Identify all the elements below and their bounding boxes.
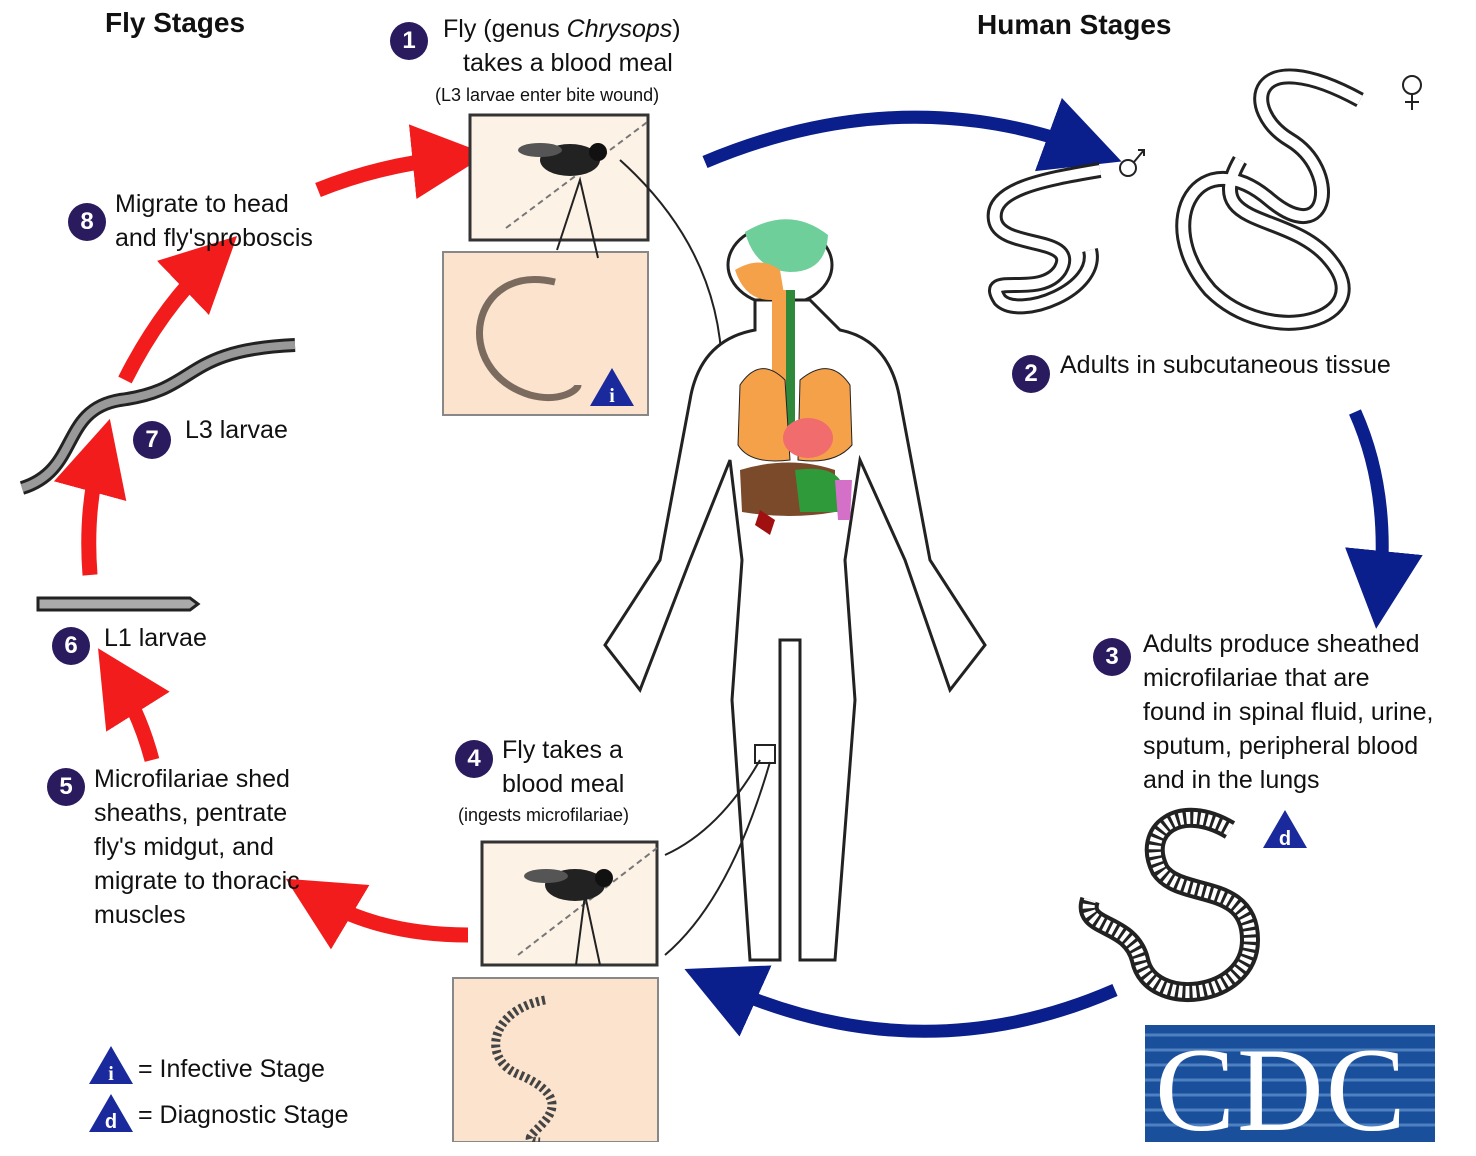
step-5-line-2: sheaths, pentrate [94, 796, 287, 830]
svg-text:d: d [1279, 828, 1291, 850]
step-4-line-2: blood meal [502, 767, 624, 801]
arrow-1-to-2 [705, 117, 1085, 162]
step-5-line-3: fly's midgut, and [94, 830, 274, 864]
step-8-line-2: and fly'sproboscis [115, 221, 313, 255]
step-6-text: L1 larvae [104, 621, 207, 655]
step-6-badge: 6 [52, 627, 90, 665]
arrow-4-to-5 [318, 898, 468, 935]
step-1-line-1: Fly (genus Chrysops) [443, 12, 681, 46]
legend-infective-icon: i [89, 1046, 133, 1085]
step-3-line-2: microfilariae that are [1143, 661, 1369, 695]
arrow-8-to-1 [318, 158, 450, 190]
step-1-badge: 1 [390, 22, 428, 60]
step-3-line-5: and in the lungs [1143, 763, 1320, 797]
arrow-3-to-4 [720, 985, 1115, 1031]
human-stages-heading: Human Stages [977, 8, 1172, 42]
step-7-badge: 7 [133, 421, 171, 459]
step-3-line-3: found in spinal fluid, urine, [1143, 695, 1433, 729]
step-1-genus: Chrysops [567, 15, 673, 43]
fly-bite-inset-top [470, 115, 650, 240]
step-3-line-4: sputum, peripheral blood [1143, 729, 1418, 763]
l1-larva [38, 598, 198, 610]
sheathed-microfilaria [1089, 818, 1250, 992]
step-5-line-4: migrate to thoracic [94, 864, 300, 898]
step-1-line-2: takes a blood meal [463, 46, 673, 80]
step-4-line-1: Fly takes a [502, 733, 623, 767]
step-5-line-1: Microfilariae shed [94, 762, 290, 796]
bite-site-marker-leg [755, 745, 775, 763]
fly-bite-inset-bottom [482, 842, 657, 965]
svg-text:i: i [609, 385, 615, 407]
step-3-line-1: Adults produce sheathed [1143, 627, 1420, 661]
svg-text:d: d [105, 1111, 117, 1133]
fly-stages-heading: Fly Stages [105, 6, 245, 40]
step-8-line-1: Migrate to head [115, 187, 289, 221]
step-3-badge: 3 [1093, 638, 1131, 676]
step-5-badge: 5 [47, 768, 85, 806]
step-1-text-b: ) [672, 15, 680, 43]
step-7-text: L3 larvae [185, 413, 288, 447]
step-4-badge: 4 [455, 740, 493, 778]
human-body [605, 219, 985, 960]
svg-text:i: i [108, 1063, 114, 1085]
legend-diagnostic-icon: d [89, 1094, 133, 1133]
step-1-text-a: Fly (genus [443, 15, 560, 43]
step-1-note: (L3 larvae enter bite wound) [435, 84, 659, 106]
step-4-note: (ingests microfilariae) [458, 804, 629, 826]
arrow-6-to-7 [89, 455, 100, 575]
cdc-logo-text: CDC [1155, 1030, 1408, 1150]
adult-worms [995, 76, 1421, 323]
legend-diagnostic-label: = Diagnostic Stage [138, 1098, 349, 1132]
legend-infective-label: = Infective Stage [138, 1052, 325, 1086]
step-5-line-5: muscles [94, 898, 186, 932]
microfilaria-inset [453, 978, 658, 1142]
step-8-badge: 8 [68, 203, 106, 241]
diagnostic-stage-icon: d [1263, 810, 1307, 850]
arrow-2-to-3 [1355, 412, 1382, 590]
step-2-badge: 2 [1012, 355, 1050, 393]
step-2-text: Adults in subcutaneous tissue [1060, 348, 1391, 382]
arrow-5-to-6 [118, 680, 152, 760]
